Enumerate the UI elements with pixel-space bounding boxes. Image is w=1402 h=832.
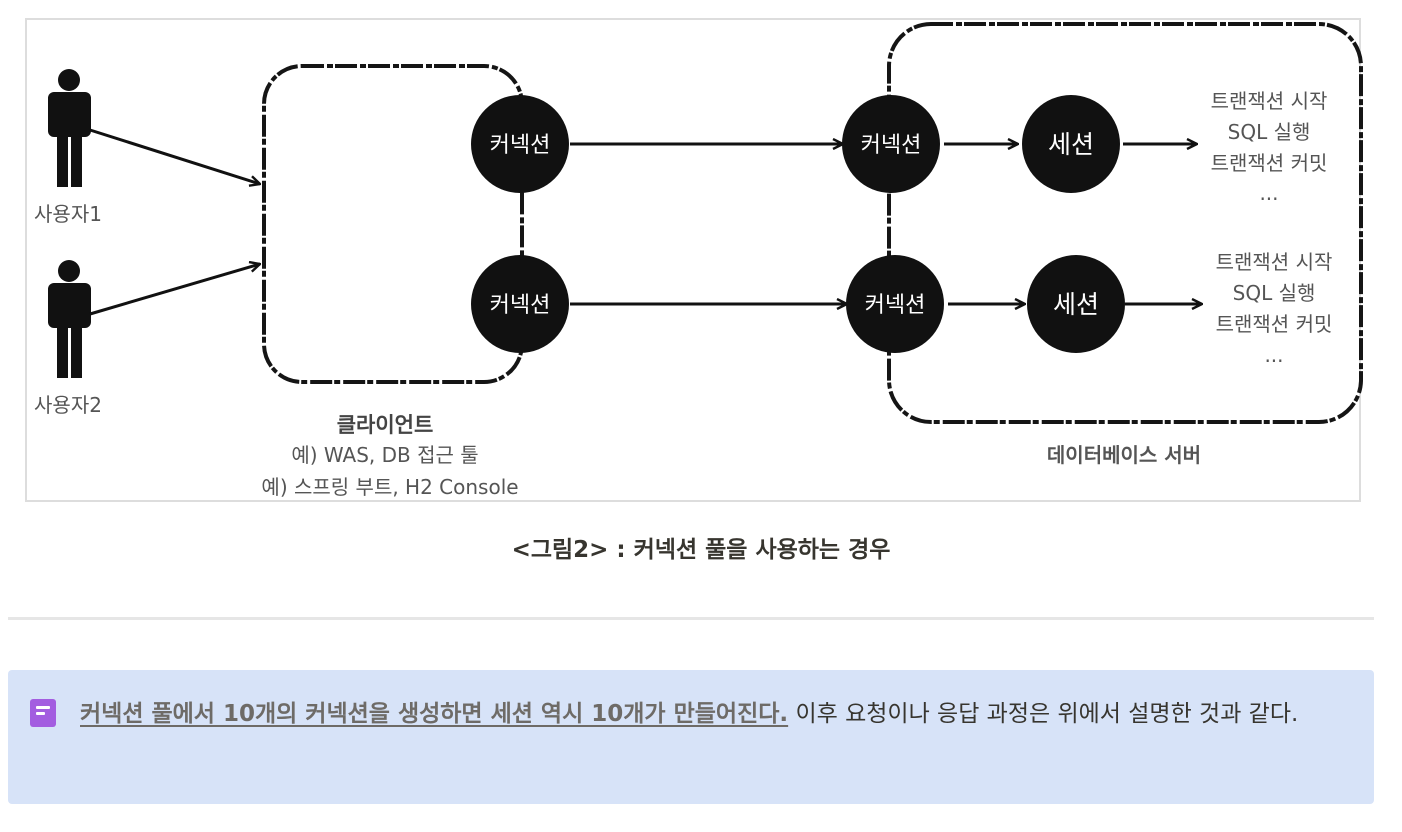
client-box <box>262 64 524 384</box>
connection-pool-diagram: 사용자1 사용자2 클라이언트 예) WAS, DB 접근 툴 예) 스프링 부… <box>34 22 1363 499</box>
session-node-1: 세션 <box>1022 95 1120 193</box>
tx-1-begin: 트랜잭션 시작 <box>1211 89 1328 113</box>
transaction-steps-2: 트랜잭션 시작 SQL 실행 트랜잭션 커밋 ... <box>1216 250 1333 367</box>
user-1-icon <box>48 69 91 187</box>
db-connection-1-label: 커넥션 <box>861 133 922 158</box>
db-connection-2-label: 커넥션 <box>865 293 926 318</box>
db-connection-node-2: 커넥션 <box>846 255 944 353</box>
session-1-label: 세션 <box>1048 130 1094 159</box>
callout-rest-text: 이후 요청이나 응답 과정은 위에서 설명한 것과 같다. <box>788 701 1299 727</box>
client-title: 클라이언트 <box>337 413 434 437</box>
tx-1-ellipsis: ... <box>1259 181 1278 205</box>
tx-2-begin: 트랜잭션 시작 <box>1216 250 1333 274</box>
tx-1-commit: 트랜잭션 커밋 <box>1211 151 1328 175</box>
client-example-1: 예) WAS, DB 접근 툴 <box>291 443 478 467</box>
tx-2-sql: SQL 실행 <box>1233 281 1316 305</box>
database-server-title: 데이터베이스 서버 <box>1047 443 1201 467</box>
callout-underlined-text: 커넥션 풀에서 10개의 커넥션을 생성하면 세션 역시 10개가 만들어진다. <box>80 701 789 727</box>
client-connection-node-1: 커넥션 <box>471 95 569 193</box>
session-2-label: 세션 <box>1053 290 1099 319</box>
tx-2-ellipsis: ... <box>1264 343 1283 367</box>
user-1-arrow <box>89 128 260 184</box>
callout-text: 커넥션 풀에서 10개의 커넥션을 생성하면 세션 역시 10개가 만들어진다.… <box>80 692 1350 736</box>
session-node-2: 세션 <box>1027 255 1125 353</box>
client-example-2: 예) 스프링 부트, H2 Console <box>261 475 518 499</box>
user-1-label: 사용자1 <box>34 202 102 226</box>
client-connection-2-label: 커넥션 <box>490 293 551 318</box>
client-connection-1-label: 커넥션 <box>490 133 551 158</box>
figure-caption: <그림2> : 커넥션 풀을 사용하는 경우 <box>511 537 891 563</box>
tx-2-commit: 트랜잭션 커밋 <box>1216 312 1333 336</box>
db-connection-node-1: 커넥션 <box>842 95 940 193</box>
tx-1-sql: SQL 실행 <box>1228 120 1311 144</box>
document-icon <box>30 699 56 727</box>
callout-box: 커넥션 풀에서 10개의 커넥션을 생성하면 세션 역시 10개가 만들어진다.… <box>8 670 1374 804</box>
user-2-arrow <box>89 264 260 316</box>
user-2-label: 사용자2 <box>34 393 102 417</box>
transaction-steps-1: 트랜잭션 시작 SQL 실행 트랜잭션 커밋 ... <box>1211 89 1328 205</box>
database-server-box <box>887 22 1363 424</box>
user-2-icon <box>48 260 91 378</box>
horizontal-divider <box>8 617 1374 620</box>
diagram-figure: 사용자1 사용자2 클라이언트 예) WAS, DB 접근 툴 예) 스프링 부… <box>25 18 1363 502</box>
client-connection-node-2: 커넥션 <box>471 255 569 353</box>
